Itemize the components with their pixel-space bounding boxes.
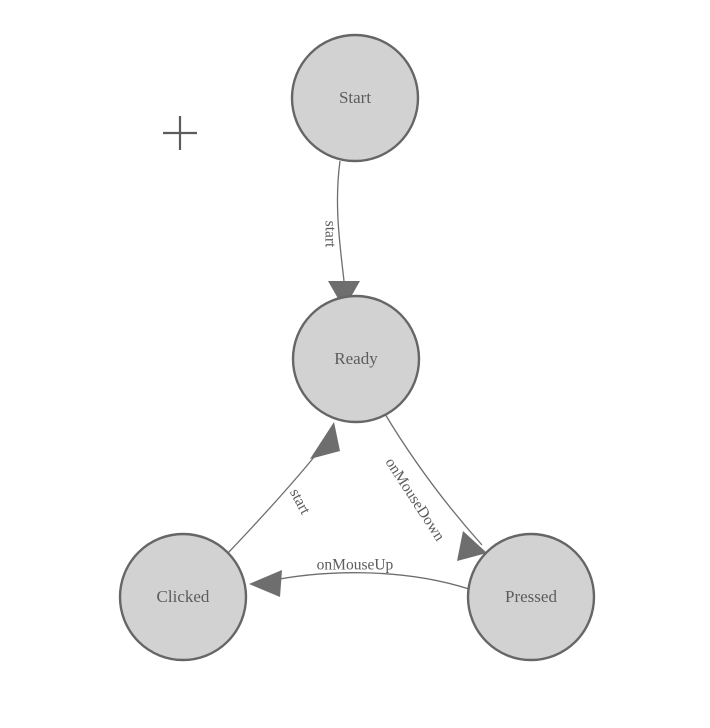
edge-start-to-ready-arrowhead [328, 281, 360, 309]
edge-ready-to-pressed[interactable]: onMouseDown [382, 413, 487, 561]
node-pressed[interactable]: Pressed [466, 532, 596, 662]
edge-start-to-ready-path[interactable] [336, 160, 345, 282]
edge-label-ready-to-pressed: onMouseDown [382, 455, 448, 545]
node-ready-circle[interactable] [291, 294, 421, 424]
edge-pressed-to-clicked[interactable]: onMouseUp [249, 557, 470, 597]
edge-pressed-to-clicked-path[interactable] [263, 572, 470, 590]
edge-label-pressed-to-clicked: onMouseUp [317, 557, 394, 574]
edge-label-start-to-ready: start [321, 221, 338, 248]
node-start[interactable]: Start [290, 33, 420, 163]
edge-ready-to-pressed-path[interactable] [384, 413, 483, 546]
edge-pressed-to-clicked-arrowhead [249, 570, 282, 597]
node-ready[interactable]: Ready [291, 294, 421, 424]
node-clicked-circle[interactable] [118, 532, 248, 662]
edge-clicked-to-ready[interactable]: start [227, 422, 340, 554]
edge-label-clicked-to-ready: start [286, 486, 314, 518]
edge-ready-to-pressed-arrowhead [457, 531, 487, 561]
node-pressed-circle[interactable] [466, 532, 596, 662]
node-clicked[interactable]: Clicked [118, 532, 248, 662]
edge-clicked-to-ready-arrowhead [310, 422, 340, 459]
node-start-circle[interactable] [290, 33, 420, 163]
crosshair-icon [163, 116, 197, 150]
edge-start-to-ready[interactable]: start [321, 160, 360, 309]
